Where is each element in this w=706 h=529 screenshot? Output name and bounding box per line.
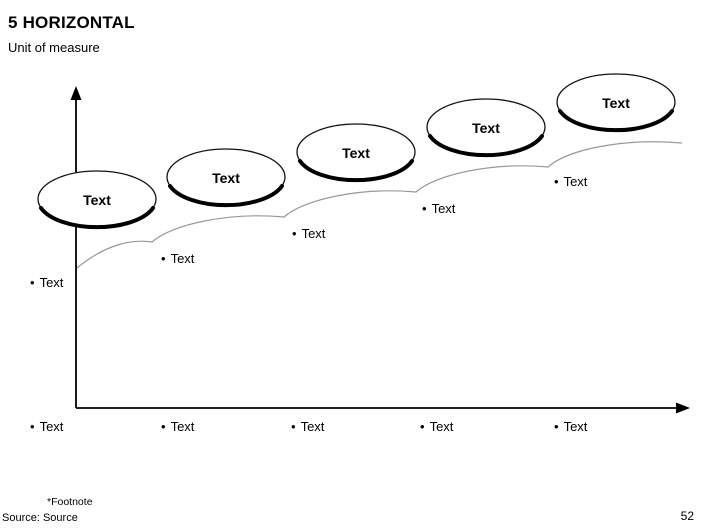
stage-ellipse-4[interactable] <box>426 98 546 158</box>
curve-bullet-label: Text <box>170 251 195 266</box>
curve-bullet-item: • Text <box>422 201 455 216</box>
curve-bullet-item: • Text <box>161 251 194 266</box>
curve-bullet-label: Text <box>39 275 64 290</box>
unit-of-measure-label: Unit of measure <box>8 40 100 55</box>
page-title: 5 HORIZONTAL <box>8 13 135 32</box>
bullet-icon: • <box>161 251 166 266</box>
curve-bullet-label: Text <box>563 174 588 189</box>
footnote: *Footnote <box>47 496 93 508</box>
bullet-icon: • <box>554 419 559 434</box>
x-axis-label-item: • Text <box>161 419 194 434</box>
stage-ellipse-3[interactable] <box>296 123 416 183</box>
source-line: Source: Source <box>2 512 78 524</box>
bullet-icon: • <box>30 275 35 290</box>
stage-ellipse-5[interactable] <box>556 73 676 133</box>
bullet-icon: • <box>292 226 297 241</box>
stage-ellipse-label[interactable]: Text <box>212 170 240 186</box>
bullet-icon: • <box>291 419 296 434</box>
x-axis-label: Text <box>429 419 454 434</box>
scallop-curve <box>76 141 683 269</box>
bullet-icon: • <box>554 174 559 189</box>
curve-bullet-label: Text <box>301 226 326 241</box>
stage-ellipse-2[interactable] <box>166 148 286 208</box>
stage-ellipse-label[interactable]: Text <box>342 145 370 161</box>
stage-ellipse-label[interactable]: Text <box>472 120 500 136</box>
x-axis-label: Text <box>300 419 325 434</box>
curve-bullet-item: • Text <box>30 275 63 290</box>
curve-bullet-label: Text <box>431 201 456 216</box>
curve-bullet-item: • Text <box>292 226 325 241</box>
x-axis-label-item: • Text <box>30 419 63 434</box>
x-axis-label: Text <box>39 419 64 434</box>
y-axis-arrowhead-icon <box>70 86 82 100</box>
x-axis-label: Text <box>170 419 195 434</box>
stage-ellipse-label[interactable]: Text <box>602 95 630 111</box>
x-axis-arrowhead-icon <box>676 402 690 414</box>
curve-bullet-item: • Text <box>554 174 587 189</box>
stage-ellipse-label[interactable]: Text <box>83 192 111 208</box>
stage-ellipse-1[interactable] <box>37 170 157 230</box>
x-axis-label-item: • Text <box>554 419 587 434</box>
bullet-icon: • <box>30 419 35 434</box>
bullet-icon: • <box>420 419 425 434</box>
x-axis-label-item: • Text <box>291 419 324 434</box>
x-axis-label-item: • Text <box>420 419 453 434</box>
page-number: 52 <box>680 509 694 523</box>
bullet-icon: • <box>161 419 166 434</box>
x-axis-label: Text <box>563 419 588 434</box>
bullet-icon: • <box>422 201 427 216</box>
